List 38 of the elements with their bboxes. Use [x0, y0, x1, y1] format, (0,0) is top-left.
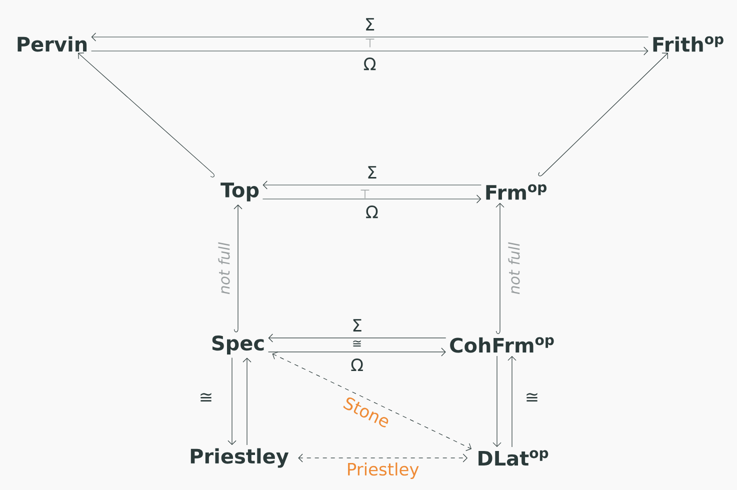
- edge-label: Ω: [366, 206, 378, 218]
- edge-label: not full: [508, 242, 520, 294]
- arrow: [242, 358, 252, 446]
- edge-label: Ω: [364, 58, 376, 70]
- arrow: [91, 46, 648, 56]
- arrow: [272, 352, 472, 451]
- category-label: Pervin: [18, 36, 87, 52]
- category-label: Top: [220, 182, 259, 202]
- arrow: [262, 194, 482, 204]
- arrow: [228, 357, 236, 446]
- relation-symbol: ≅: [200, 392, 212, 402]
- arrow: [268, 334, 446, 342]
- edge-label: Σ: [353, 319, 362, 332]
- category-label: Spec: [212, 336, 264, 354]
- arrow: [78, 52, 214, 178]
- relation-symbol: ⊤: [366, 38, 374, 48]
- category-label: DLat$^{op}$: [478, 450, 548, 466]
- arrow: [538, 52, 668, 176]
- arrow: [91, 32, 649, 42]
- arrow: [262, 180, 482, 190]
- relation-symbol: ⊤: [360, 190, 370, 198]
- arrow: [492, 356, 502, 447]
- relation-symbol: ≅: [353, 340, 361, 346]
- category-label: Frith$^{op}$: [653, 36, 724, 52]
- arrow: [298, 454, 468, 462]
- edge-label: not full: [218, 242, 230, 294]
- edge-label: Priestley: [348, 462, 419, 479]
- edge-label: Σ: [368, 166, 376, 178]
- category-label: Frm$^{op}$: [486, 184, 546, 200]
- edge-label: Σ: [366, 18, 374, 30]
- arrow: [508, 356, 516, 448]
- arrow: [234, 204, 242, 332]
- relation-symbol: ≅: [526, 392, 538, 402]
- arrow: [268, 348, 446, 356]
- category-label: Priestley: [190, 448, 289, 468]
- arrow: [496, 202, 504, 334]
- category-label: CohFrm$^{op}$: [450, 337, 554, 353]
- edge-label: Ω: [351, 358, 363, 372]
